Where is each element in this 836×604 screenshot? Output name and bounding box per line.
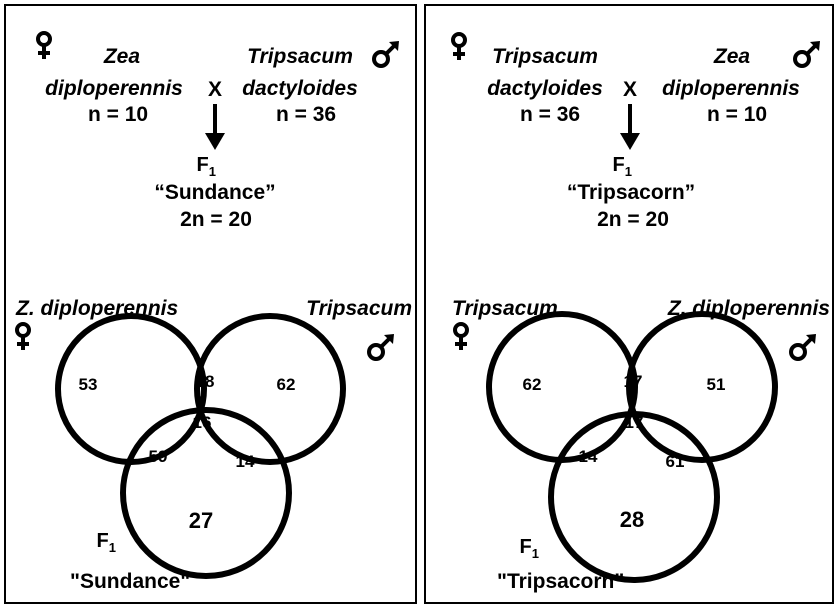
f1-ploidy: 2n = 20 [597, 208, 669, 231]
venn-region-male-f1: 14 [236, 452, 255, 471]
venn-region-all: 17 [625, 413, 644, 432]
female-parent-chromosomes: n = 10 [88, 103, 148, 126]
male-symbol-icon [793, 39, 822, 68]
female-parent-genus: Zea [103, 45, 141, 68]
male-parent-chromosomes: n = 36 [276, 103, 336, 126]
left-venn-diagram: Z. diploperennis Tripsacum 53 62 18 16 5… [15, 297, 412, 593]
venn-region-male-f1: 61 [666, 452, 685, 471]
cross-arrow-head [620, 133, 640, 150]
left-cross-header: Zea diploperennis n = 10 Tripsacum dacty… [36, 31, 401, 231]
male-parent-species: dactyloides [242, 77, 358, 100]
venn-f1-name: "Tripsacorn" [497, 570, 624, 593]
male-parent-genus: Tripsacum [247, 45, 353, 68]
venn-f1-label: F1 [520, 536, 539, 561]
female-parent-species: dactyloides [487, 77, 603, 100]
female-symbol-icon [451, 32, 467, 62]
male-parent-chromosomes: n = 10 [707, 103, 767, 126]
f1-ploidy: 2n = 20 [180, 208, 252, 231]
venn-circle-female [486, 311, 638, 463]
venn-region-female-male: 18 [196, 372, 215, 391]
male-parent-species: diploperennis [662, 77, 800, 100]
male-parent-genus: Zea [713, 45, 751, 68]
venn-region-f1-only: 28 [620, 507, 644, 532]
venn-region-female-only: 53 [79, 375, 98, 394]
venn-circle-male [626, 311, 778, 463]
female-symbol-icon [453, 322, 469, 352]
venn-female-label: Z. diploperennis [15, 297, 178, 320]
venn-region-male-only: 62 [277, 375, 296, 394]
venn-region-f1-only: 27 [189, 508, 213, 533]
venn-f1-name: "Sundance" [70, 570, 190, 593]
cross-symbol: X [208, 78, 222, 101]
female-parent-genus: Tripsacum [492, 45, 598, 68]
cross-arrow-head [205, 133, 225, 150]
venn-region-female-f1: 14 [579, 447, 598, 466]
f1-label: F1 [613, 154, 632, 179]
right-cross-header: Tripsacum dactyloides n = 36 Zea diplope… [451, 32, 822, 231]
male-symbol-icon [789, 332, 818, 361]
venn-region-all: 16 [193, 413, 212, 432]
venn-f1-label: F1 [97, 530, 116, 555]
venn-region-female-only: 62 [523, 375, 542, 394]
venn-region-female-male: 17 [624, 372, 643, 391]
female-parent-species: diploperennis [45, 77, 183, 100]
venn-female-label: Tripsacum [452, 297, 558, 320]
right-venn-diagram: Tripsacum Z. diploperennis 62 51 17 17 1… [452, 297, 830, 593]
venn-male-label: Tripsacum [306, 297, 412, 320]
female-parent-chromosomes: n = 36 [520, 103, 580, 126]
f1-hybrid-name: “Tripsacorn” [567, 181, 695, 204]
female-symbol-icon [36, 31, 52, 61]
venn-region-female-f1: 59 [149, 447, 168, 466]
f1-hybrid-name: “Sundance” [154, 181, 275, 204]
venn-circle-f1 [120, 407, 292, 579]
male-symbol-icon [367, 332, 396, 361]
venn-circle-male [194, 313, 346, 465]
venn-male-label: Z. diploperennis [667, 297, 830, 320]
venn-region-male-only: 51 [707, 375, 726, 394]
venn-circle-f1 [548, 411, 720, 583]
left-cross-panel [4, 4, 417, 604]
male-symbol-icon [372, 39, 401, 68]
f1-label: F1 [197, 154, 216, 179]
female-symbol-icon [15, 322, 31, 352]
cross-symbol: X [623, 78, 637, 101]
